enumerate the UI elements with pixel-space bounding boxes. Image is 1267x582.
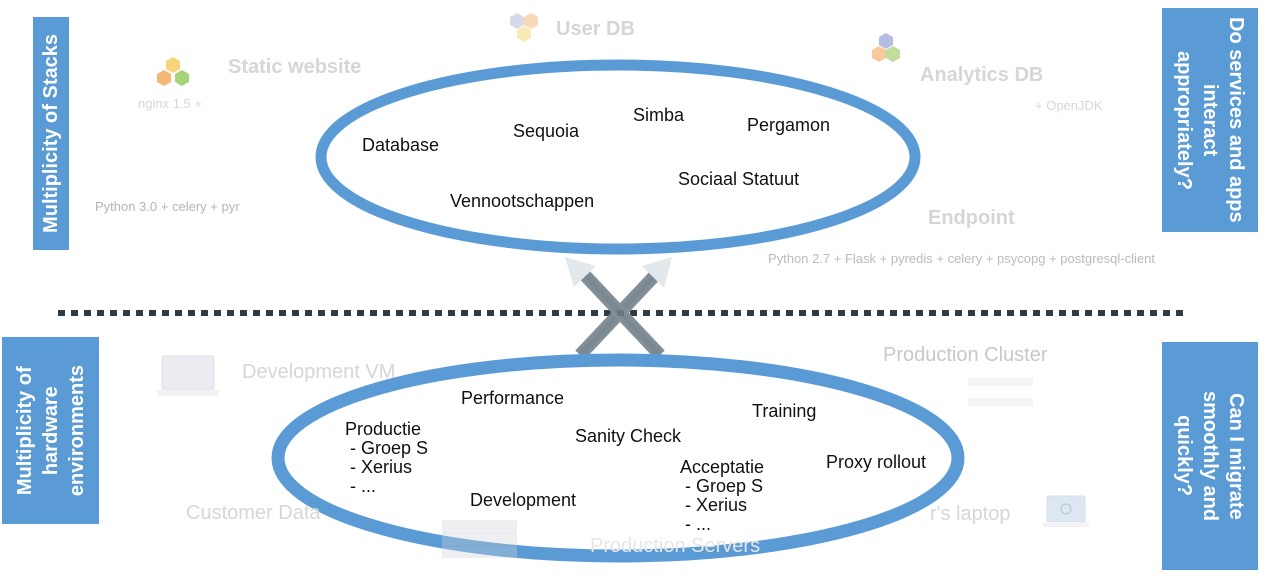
analytics-db-label: Analytics DB	[920, 64, 1044, 86]
item-vennootschappen: Vennootschappen	[450, 191, 595, 211]
server-rack-icon	[442, 520, 517, 558]
python3-stack: Python 3.0 + celery + pyr	[95, 199, 240, 214]
hexagon-cluster-icon	[872, 33, 900, 62]
hexagon-cluster-icon	[510, 13, 538, 42]
crossed-arrows-icon	[565, 257, 672, 360]
laptop-icon	[1043, 495, 1089, 527]
stacks-label: Multiplicity of Stacks	[40, 34, 62, 233]
prod-cluster-label: Production Cluster	[883, 344, 1048, 366]
hexagon-cluster-icon	[157, 57, 189, 86]
customer-data-label: Customer Data	[186, 502, 321, 524]
migrate-question: Can I migrate smoothly and quickly?	[1173, 390, 1247, 521]
interact-question-box: Do services and apps interact appropriat…	[1162, 8, 1258, 232]
item-simba: Simba	[633, 105, 685, 125]
endpoint-label: Endpoint	[928, 207, 1015, 229]
hardware-label: Multiplicity of hardware environments	[13, 364, 88, 497]
endpoint-stack: Python 2.7 + Flask + pyredis + celery + …	[768, 251, 1155, 266]
stacks-label-box: Multiplicity of Stacks	[33, 17, 69, 250]
static-website-label: Static website	[228, 56, 362, 78]
interact-question: Do services and apps interact appropriat…	[1173, 17, 1247, 223]
item-sociaal-statuut: Sociaal Statuut	[678, 169, 800, 189]
item-pergamon: Pergamon	[747, 115, 831, 135]
item-sanity-check: Sanity Check	[575, 426, 682, 446]
dev-vm-label: Development VM	[242, 361, 396, 383]
item-training: Training	[752, 401, 817, 421]
laptop-icon	[157, 355, 219, 396]
item-acceptatie: Acceptatie - Groep S - Xerius - ...	[680, 457, 765, 534]
item-development: Development	[470, 490, 577, 510]
hardware-label-box: Multiplicity of hardware environments	[2, 337, 99, 524]
item-proxy-rollout: Proxy rollout	[826, 452, 927, 472]
migrate-question-box: Can I migrate smoothly and quickly?	[1162, 342, 1258, 570]
item-sequoia: Sequoia	[513, 121, 580, 141]
environments-ellipse	[271, 353, 965, 563]
prod-servers-label: Production Servers	[590, 535, 761, 557]
static-website-stack: nginx 1.5 +	[138, 96, 202, 111]
server-rack-icon	[968, 378, 1033, 406]
laptop-label: r's laptop	[930, 503, 1011, 525]
item-database: Database	[362, 135, 440, 155]
item-performance: Performance	[461, 388, 565, 408]
user-db-label: User DB	[556, 18, 635, 40]
stacks-ellipse	[315, 59, 921, 255]
analytics-db-stack: + OpenJDK	[1035, 98, 1103, 113]
item-productie: Productie - Groep S - Xerius - ...	[345, 419, 429, 496]
